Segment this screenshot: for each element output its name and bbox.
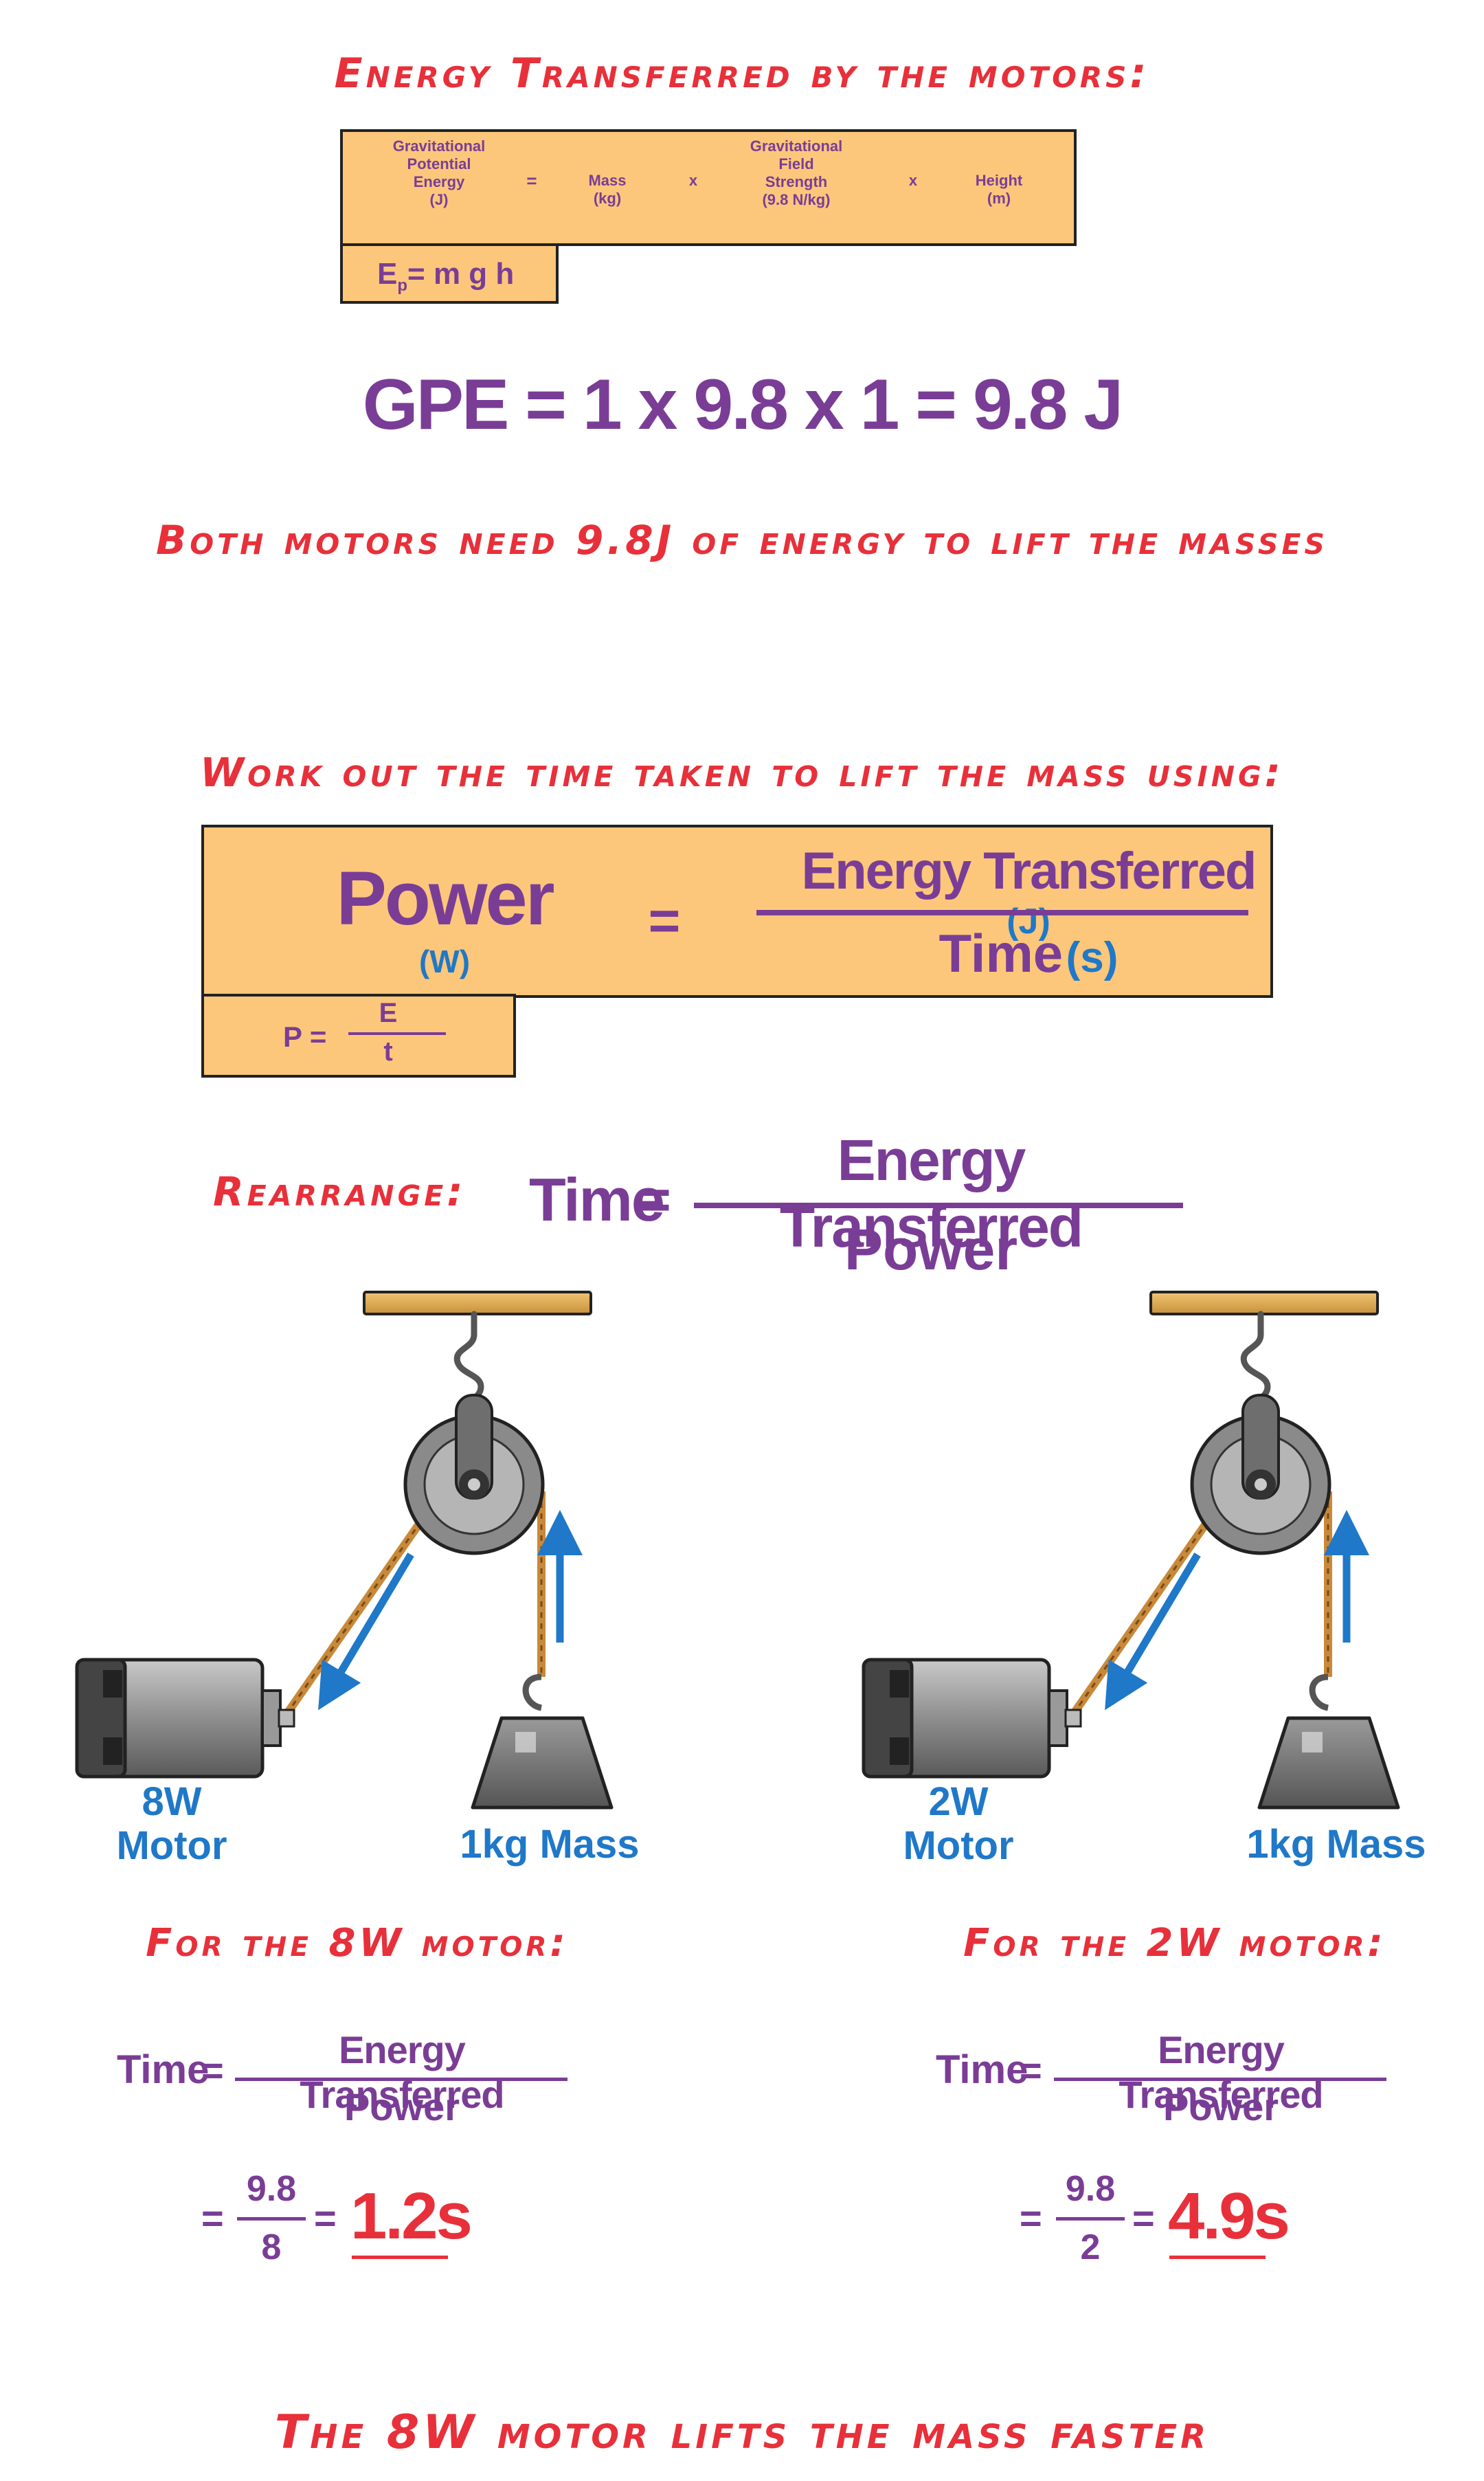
left-eq3: = [314, 2196, 337, 2240]
mass-weight [1257, 1673, 1400, 1810]
field-strength-label: Gravitational Field Strength (9.8 N/kg) [750, 137, 843, 208]
down-arrow [318, 1553, 414, 1711]
energy-numerator: Energy Transferred (J) [801, 842, 1257, 942]
right-eq2: = [1020, 2196, 1042, 2240]
equals-sign: = [648, 890, 681, 951]
left-result: 1.2s [350, 2179, 473, 2253]
right-fraction-bar [1054, 2078, 1386, 2081]
gpe-formula-box: Ep= m g h [340, 243, 559, 304]
left-den: 8 [261, 2227, 282, 2267]
equals-sign: = [526, 170, 537, 191]
power-unit: (W) [418, 944, 471, 979]
pulley-diagram [75, 1291, 1400, 1810]
power-word: Power [336, 856, 554, 941]
right-eq3: = [1132, 2196, 1155, 2240]
times-sign: x [688, 172, 698, 189]
down-arrow [1105, 1553, 1201, 1711]
power-equation-box: Power (W) = Energy Transferred (J) Time … [201, 825, 1273, 998]
left-calc-heading: For the 8W motor: [146, 1921, 569, 1966]
mass-label: Mass (kg) [588, 172, 627, 207]
power-formula-box: P = E t [201, 994, 516, 1078]
left-motor-label: 8W Motor [116, 1779, 227, 1868]
right-pulley-setup [862, 1291, 1400, 1810]
right-eq: = [1020, 2049, 1042, 2092]
left-eq: = [201, 2049, 224, 2092]
left-eq2: = [201, 2196, 224, 2240]
left-pulley-setup [75, 1291, 614, 1810]
motor [862, 1658, 1082, 1779]
fraction-bar [756, 910, 1248, 915]
ceiling-beam [1149, 1291, 1379, 1315]
right-den: 2 [1080, 2227, 1101, 2267]
time-denominator: Time (s) [938, 923, 1118, 983]
height-label: Height (m) [975, 172, 1023, 207]
rearrange-denominator: Power [844, 1217, 1018, 1282]
gpe-equation-box: Gravitational Potential Energy (J) = Mas… [340, 129, 1077, 246]
gpe-calculation: GPE = 1 x 9.8 x 1 = 9.8 J [362, 365, 1124, 445]
rearrange-equals: = [639, 1169, 671, 1230]
right-calc-heading: For the 2W motor: [963, 1921, 1386, 1966]
conclusion: The 8W motor lifts the mass faster [274, 2405, 1210, 2460]
times-sign: x [908, 172, 918, 189]
right-mass-label: 1kg Mass [1246, 1822, 1426, 1867]
right-result-underline [1169, 2256, 1266, 2259]
motor [75, 1658, 295, 1779]
right-denominator: Power [1162, 2085, 1279, 2128]
formula-e: E [379, 998, 398, 1028]
ceiling-beam [363, 1291, 592, 1315]
right-time-word: Time [936, 2047, 1028, 2092]
gpe-label: Gravitational Potential Energy (J) [392, 137, 486, 208]
energy-statement: Both motors need 9.8J of energy to lift … [156, 517, 1328, 564]
left-num-bar [237, 2217, 306, 2221]
left-time-word: Time [117, 2047, 210, 2092]
formula-bar [348, 1032, 446, 1035]
left-denominator: Power [344, 2085, 460, 2128]
formula-p: P = [283, 1021, 327, 1053]
mass-weight [471, 1673, 614, 1810]
left-result-underline [352, 2256, 448, 2259]
time-heading: Work out the time taken to lift the mass… [200, 749, 1284, 796]
left-mass-label: 1kg Mass [460, 1822, 640, 1867]
formula-t: t [383, 1036, 393, 1067]
right-result: 4.9s [1168, 2179, 1290, 2253]
right-num: 9.8 [1065, 2169, 1116, 2209]
left-num: 9.8 [246, 2169, 297, 2209]
gpe-formula: Ep= m g h [377, 257, 515, 295]
rearrange-label: Rearrange: [213, 1168, 466, 1215]
right-num-bar [1056, 2217, 1125, 2221]
right-motor-label: 2W Motor [903, 1779, 1014, 1868]
rearrange-fraction-bar [694, 1203, 1183, 1208]
energy-heading: Energy Transferred by the motors: [334, 49, 1150, 98]
left-fraction-bar [235, 2078, 567, 2081]
rearrange-time: Time [529, 1166, 665, 1234]
